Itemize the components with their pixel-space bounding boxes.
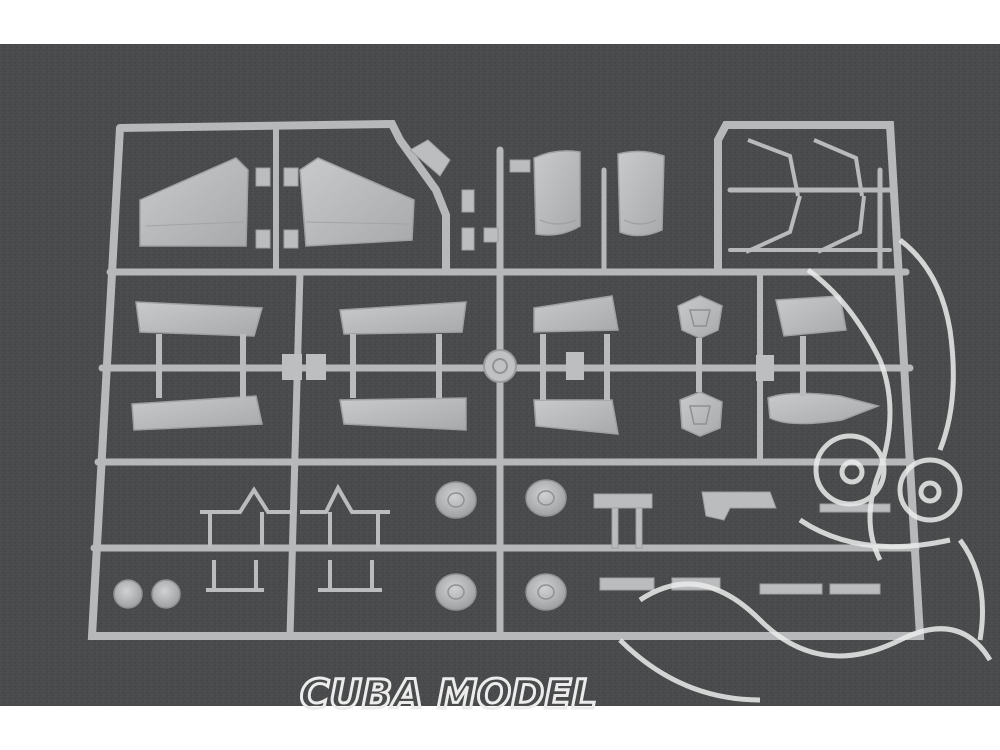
sprue-gates [156,334,806,400]
main-wheel-2 [525,479,567,517]
main-wheel-1 [435,481,477,519]
tailplane-left-part [139,157,249,247]
panel-part-top-right [775,295,847,337]
flap-part-5 [339,397,467,431]
drop-tank-part [767,392,881,425]
flap-part-6 [533,399,619,435]
watermark-text: CUBA MODEL [300,672,597,718]
flap-part-3 [533,295,619,333]
small-strut-parts-top [255,139,531,251]
watermark-mascot-logo [618,238,993,703]
tail-wheel-2 [151,579,181,609]
watermark-text-group: CUBA MODEL [299,671,599,720]
cowling-left-part [533,150,581,236]
main-wheel-3 [435,573,477,611]
small-parts-bottom-right [593,491,891,595]
shield-part-1 [677,295,723,339]
flap-part-4 [131,395,263,431]
flap-part-1 [135,301,263,337]
main-wheel-4 [525,573,567,611]
flap-part-2 [339,301,467,335]
cowling-right-part [617,150,665,237]
tail-wheel-1 [113,579,143,609]
sprue-hub [282,349,774,383]
shield-part-2 [679,391,723,437]
tailplane-right-part [299,157,415,247]
landing-gear-struts-top-right [745,138,866,254]
landing-gear-legs [200,483,390,592]
sprue-frame [87,119,925,640]
